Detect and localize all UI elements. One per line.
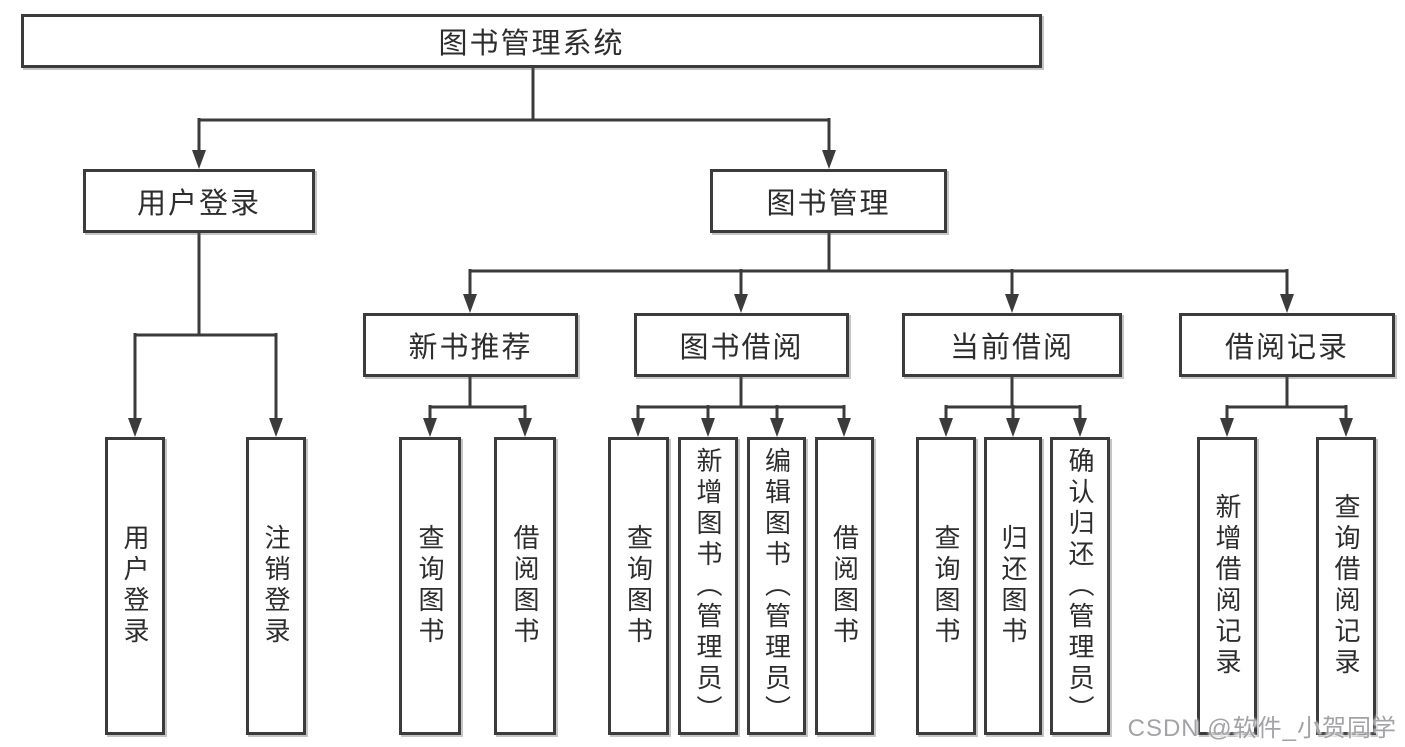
node-current-borrow: 当前借阅 [902, 313, 1122, 377]
connector-bookmgmt-to-level2 [463, 233, 1294, 313]
node-current-borrow-label: 当前借阅 [949, 332, 1074, 364]
leaf-edit-books-admin: 编辑图书（管理员） [747, 437, 806, 735]
leaf-add-borrow-record: 新增借阅记录 [1197, 437, 1257, 735]
connector-currentborrow-to-leaves [939, 377, 1087, 437]
leaf-borrow-books-recommend-label: 借阅图书 [510, 524, 540, 648]
leaf-query-borrow-record: 查询借阅记录 [1316, 437, 1376, 735]
node-new-book-recommend-label: 新书推荐 [408, 332, 533, 364]
leaf-query-books-recommend: 查询图书 [399, 437, 461, 735]
leaf-borrow-books-label: 借阅图书 [829, 524, 860, 648]
connector-borrowrecords-to-leaves [1220, 377, 1353, 437]
leaf-add-books-admin: 新增图书（管理员） [678, 437, 738, 735]
leaf-user-login: 用户登录 [105, 437, 165, 735]
node-book-borrow: 图书借阅 [634, 313, 849, 377]
node-user-login: 用户登录 [83, 169, 315, 233]
node-book-management-label: 图书管理 [766, 188, 891, 220]
connector-userlogin-to-leaves [128, 233, 283, 437]
csdn-watermark: CSDN @软件_小贺同学 [1127, 715, 1397, 742]
node-book-borrow-label: 图书借阅 [679, 332, 804, 364]
node-book-management: 图书管理 [710, 169, 947, 233]
leaf-confirm-return-admin: 确认归还（管理员） [1050, 437, 1110, 735]
leaf-user-login-label: 用户登录 [120, 524, 150, 648]
leaf-confirm-return-admin-label: 确认归还（管理员） [1065, 446, 1095, 726]
node-borrow-records-label: 借阅记录 [1224, 332, 1349, 364]
leaf-logout: 注销登录 [246, 437, 306, 735]
leaf-add-books-admin-label: 新增图书（管理员） [693, 446, 723, 726]
leaf-return-books: 归还图书 [984, 437, 1042, 735]
leaf-query-borrow-record-label: 查询借阅记录 [1331, 493, 1361, 679]
connector-newbooks-to-leaves [423, 377, 532, 437]
leaf-logout-label: 注销登录 [261, 524, 291, 648]
leaf-edit-books-admin-label: 编辑图书（管理员） [761, 446, 792, 726]
leaf-borrow-books-recommend: 借阅图书 [494, 437, 556, 735]
connector-root-to-level1 [192, 68, 836, 169]
leaf-query-books-borrow-label: 查询图书 [623, 524, 654, 648]
leaf-query-books-current: 查询图书 [916, 437, 976, 735]
connector-bookborrow-to-leaves [631, 377, 851, 437]
node-root-label: 图书管理系统 [438, 28, 625, 60]
node-borrow-records: 借阅记录 [1179, 313, 1395, 377]
node-new-book-recommend: 新书推荐 [363, 313, 578, 377]
leaf-query-books-current-label: 查询图书 [931, 524, 961, 648]
leaf-query-books-recommend-label: 查询图书 [415, 524, 445, 648]
leaf-add-borrow-record-label: 新增借阅记录 [1212, 493, 1242, 679]
leaf-return-books-label: 归还图书 [998, 524, 1028, 648]
leaf-borrow-books: 借阅图书 [815, 437, 874, 735]
node-user-login-label: 用户登录 [136, 188, 261, 220]
leaf-query-books-borrow: 查询图书 [608, 437, 669, 735]
node-root-library-system: 图书管理系统 [21, 14, 1042, 68]
